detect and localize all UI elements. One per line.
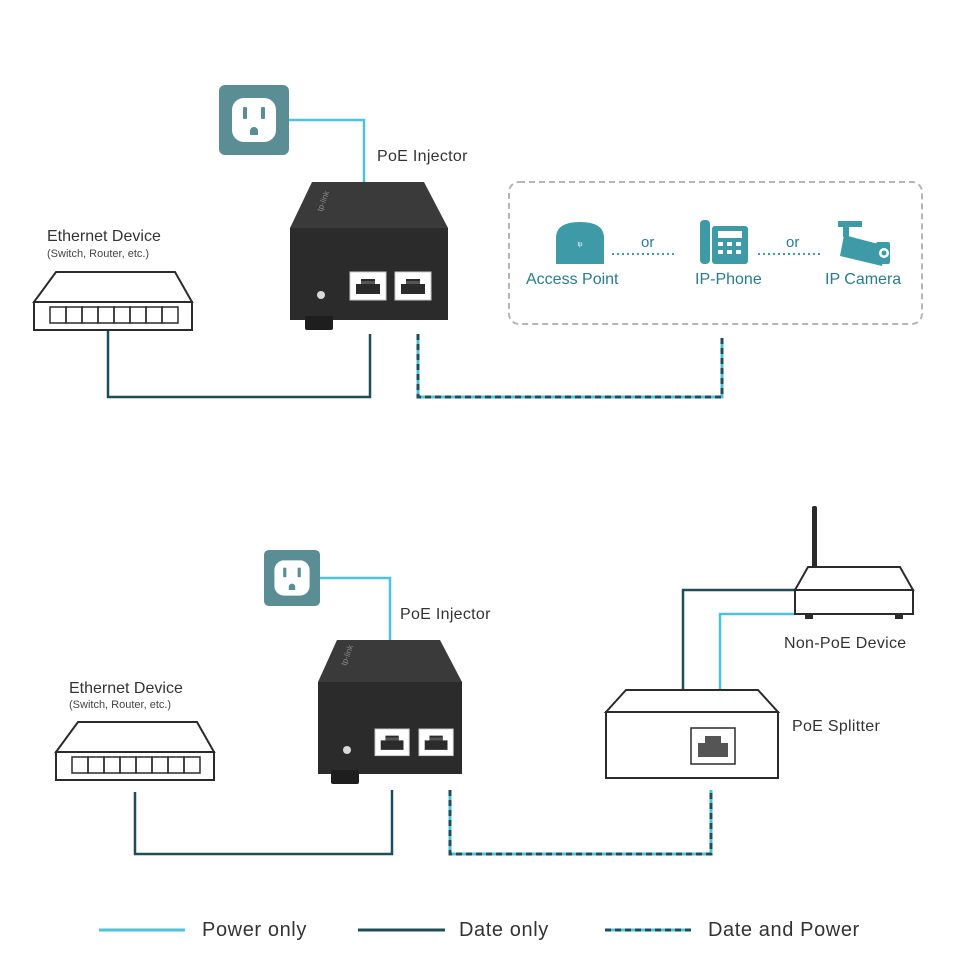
bottom-poe-injector-label: PoE Injector bbox=[400, 606, 491, 623]
ip-phone-label: IP-Phone bbox=[695, 271, 762, 288]
bottom-ethernet-device-subtitle: (Switch, Router, etc.) bbox=[69, 699, 172, 711]
legend-power-only-label: Power only bbox=[202, 919, 307, 941]
top-data-line bbox=[106, 330, 372, 399]
top-data-power-line-light bbox=[416, 334, 724, 399]
legend-data-and-power-label: Date and Power bbox=[708, 919, 860, 941]
bottom-data-power-line-light bbox=[448, 790, 713, 856]
or-label-1: or bbox=[641, 234, 655, 251]
splitter-power-line bbox=[718, 612, 795, 690]
top-ethernet-device-subtitle: (Switch, Router, etc.) bbox=[47, 248, 150, 260]
poe-splitter-label: PoE Splitter bbox=[792, 718, 881, 735]
svg-text:tp: tp bbox=[577, 242, 583, 248]
bottom-power-line bbox=[320, 576, 392, 640]
bottom-power-outlet-icon bbox=[264, 550, 320, 606]
bottom-ethernet-switch-icon bbox=[54, 721, 216, 781]
non-poe-router-icon bbox=[793, 506, 915, 619]
or-label-2: or bbox=[786, 234, 800, 251]
ip-camera-label: IP Camera bbox=[825, 271, 902, 288]
bottom-data-line bbox=[133, 790, 394, 856]
top-poe-injector-label: PoE Injector bbox=[377, 148, 468, 165]
top-poe-injector-icon: tp-link bbox=[290, 182, 448, 330]
access-point-icon: tp bbox=[556, 222, 604, 264]
top-data-power-line-dark bbox=[416, 334, 724, 399]
bottom-poe-injector-icon: tp-link bbox=[318, 640, 462, 784]
top-ethernet-device-title: Ethernet Device bbox=[47, 228, 161, 245]
top-power-line bbox=[289, 118, 366, 185]
access-point-label: Access Point bbox=[526, 271, 619, 288]
pd-options-box bbox=[508, 181, 923, 325]
ip-camera-icon bbox=[838, 221, 890, 266]
bottom-ethernet-device-title: Ethernet Device bbox=[69, 680, 183, 697]
legend-data-only-label: Date only bbox=[459, 919, 549, 941]
bottom-data-power-line-dark bbox=[448, 790, 713, 856]
poe-splitter-icon bbox=[603, 689, 781, 779]
ip-phone-icon bbox=[700, 220, 748, 264]
splitter-data-line bbox=[681, 588, 795, 690]
non-poe-device-label: Non-PoE Device bbox=[784, 635, 907, 652]
top-ethernet-switch-icon bbox=[32, 271, 194, 331]
top-power-outlet-icon bbox=[219, 85, 289, 155]
